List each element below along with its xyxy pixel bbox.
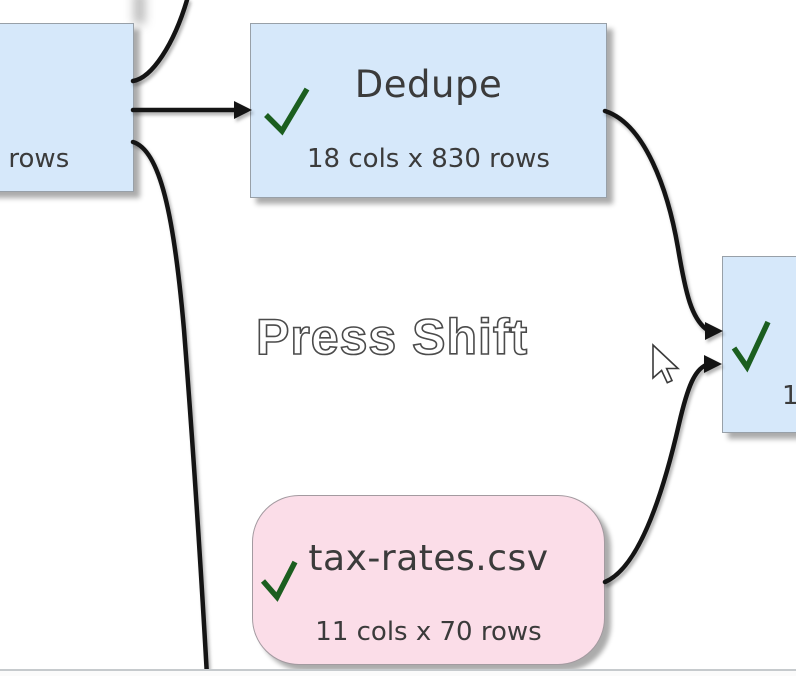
node-right-partial[interactable]: 1 <box>722 256 796 433</box>
node-tax-rates[interactable]: tax-rates.csv 11 cols x 70 rows <box>252 495 605 665</box>
node-dedupe[interactable]: Dedupe 18 cols x 830 rows <box>250 23 607 198</box>
canvas-bottom-border <box>0 669 796 671</box>
connector-left-to-bottom[interactable] <box>130 139 210 676</box>
below-canvas-area <box>0 671 796 676</box>
offscreen-node-shadow <box>134 0 145 24</box>
connector-dedupe-to-right[interactable] <box>602 108 709 332</box>
node-stats-label: 11 cols x 70 rows <box>315 617 542 647</box>
node-stats-label: x rows <box>0 144 70 174</box>
arrowhead-icon <box>704 355 722 373</box>
node-stats-label: 1 <box>782 381 796 411</box>
node-stats-label: 18 cols x 830 rows <box>307 144 550 174</box>
node-title-label: tax-rates.csv <box>308 538 549 579</box>
arrowhead-icon <box>705 322 723 340</box>
mouse-cursor-icon <box>652 343 681 384</box>
connector-tax-to-right[interactable] <box>602 362 709 585</box>
node-left-partial[interactable]: x rows <box>0 23 134 192</box>
press-shift-watermark: Press Shift <box>255 308 529 366</box>
node-title-label: Dedupe <box>354 63 503 106</box>
